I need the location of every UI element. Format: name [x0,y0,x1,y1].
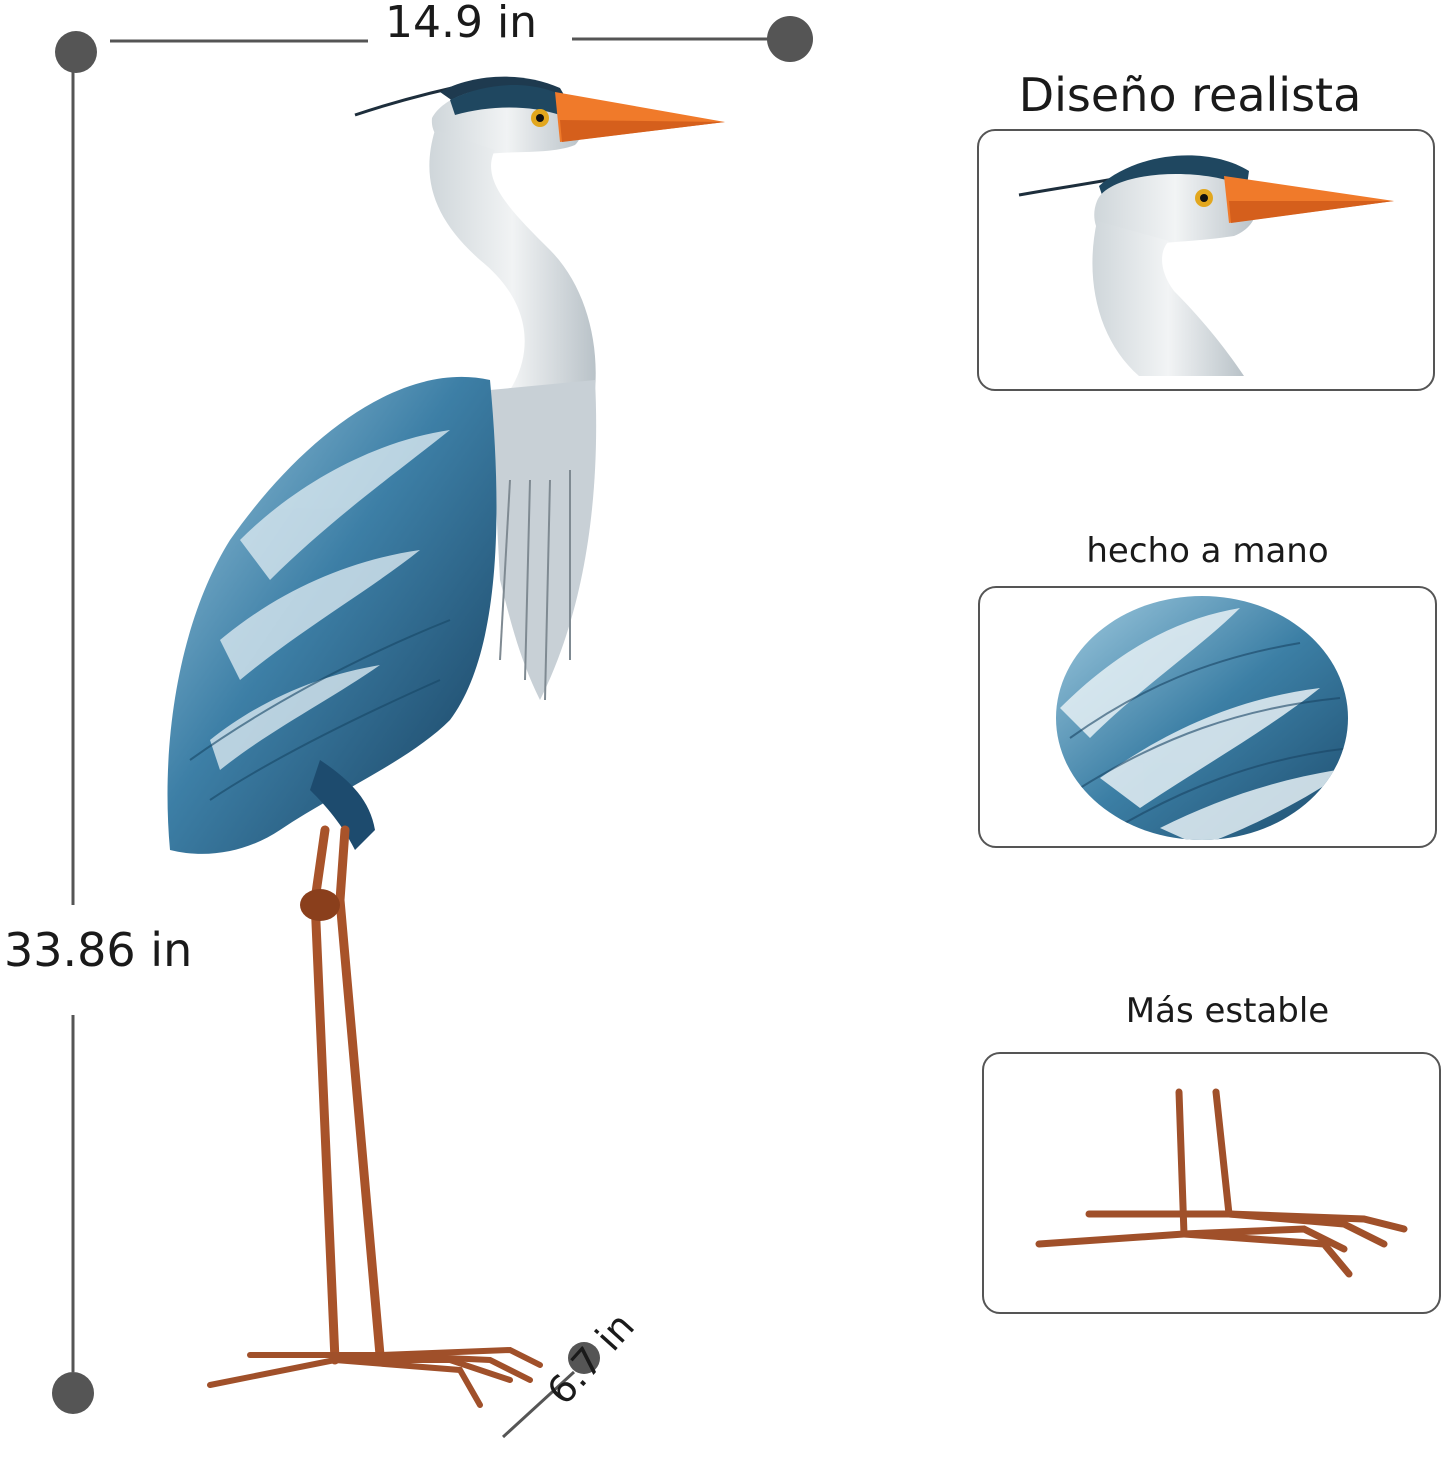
feature-panel-handmade [978,586,1437,848]
feature-title-realistic-design: Diseño realista [1018,68,1362,122]
width-label: 14.9 in [375,0,548,46]
height-label: 33.86 in [4,922,193,978]
feature-title-handmade: hecho a mano [1086,531,1329,571]
feather-closeup-icon [1056,596,1348,840]
width-endpoint-right [767,16,813,62]
depth-endpoint [568,1342,600,1374]
heron-head-closeup-icon [1018,155,1394,376]
heron-statue-image [167,76,725,1408]
heron-feet-closeup-icon [1035,1088,1408,1278]
feature-title-more-stable: Más estable [1125,991,1330,1031]
feature-panel-more-stable [982,1052,1441,1314]
width-endpoint-left [55,31,97,73]
feature-panel-realistic-design [977,129,1435,391]
height-endpoint-bottom [52,1372,94,1414]
